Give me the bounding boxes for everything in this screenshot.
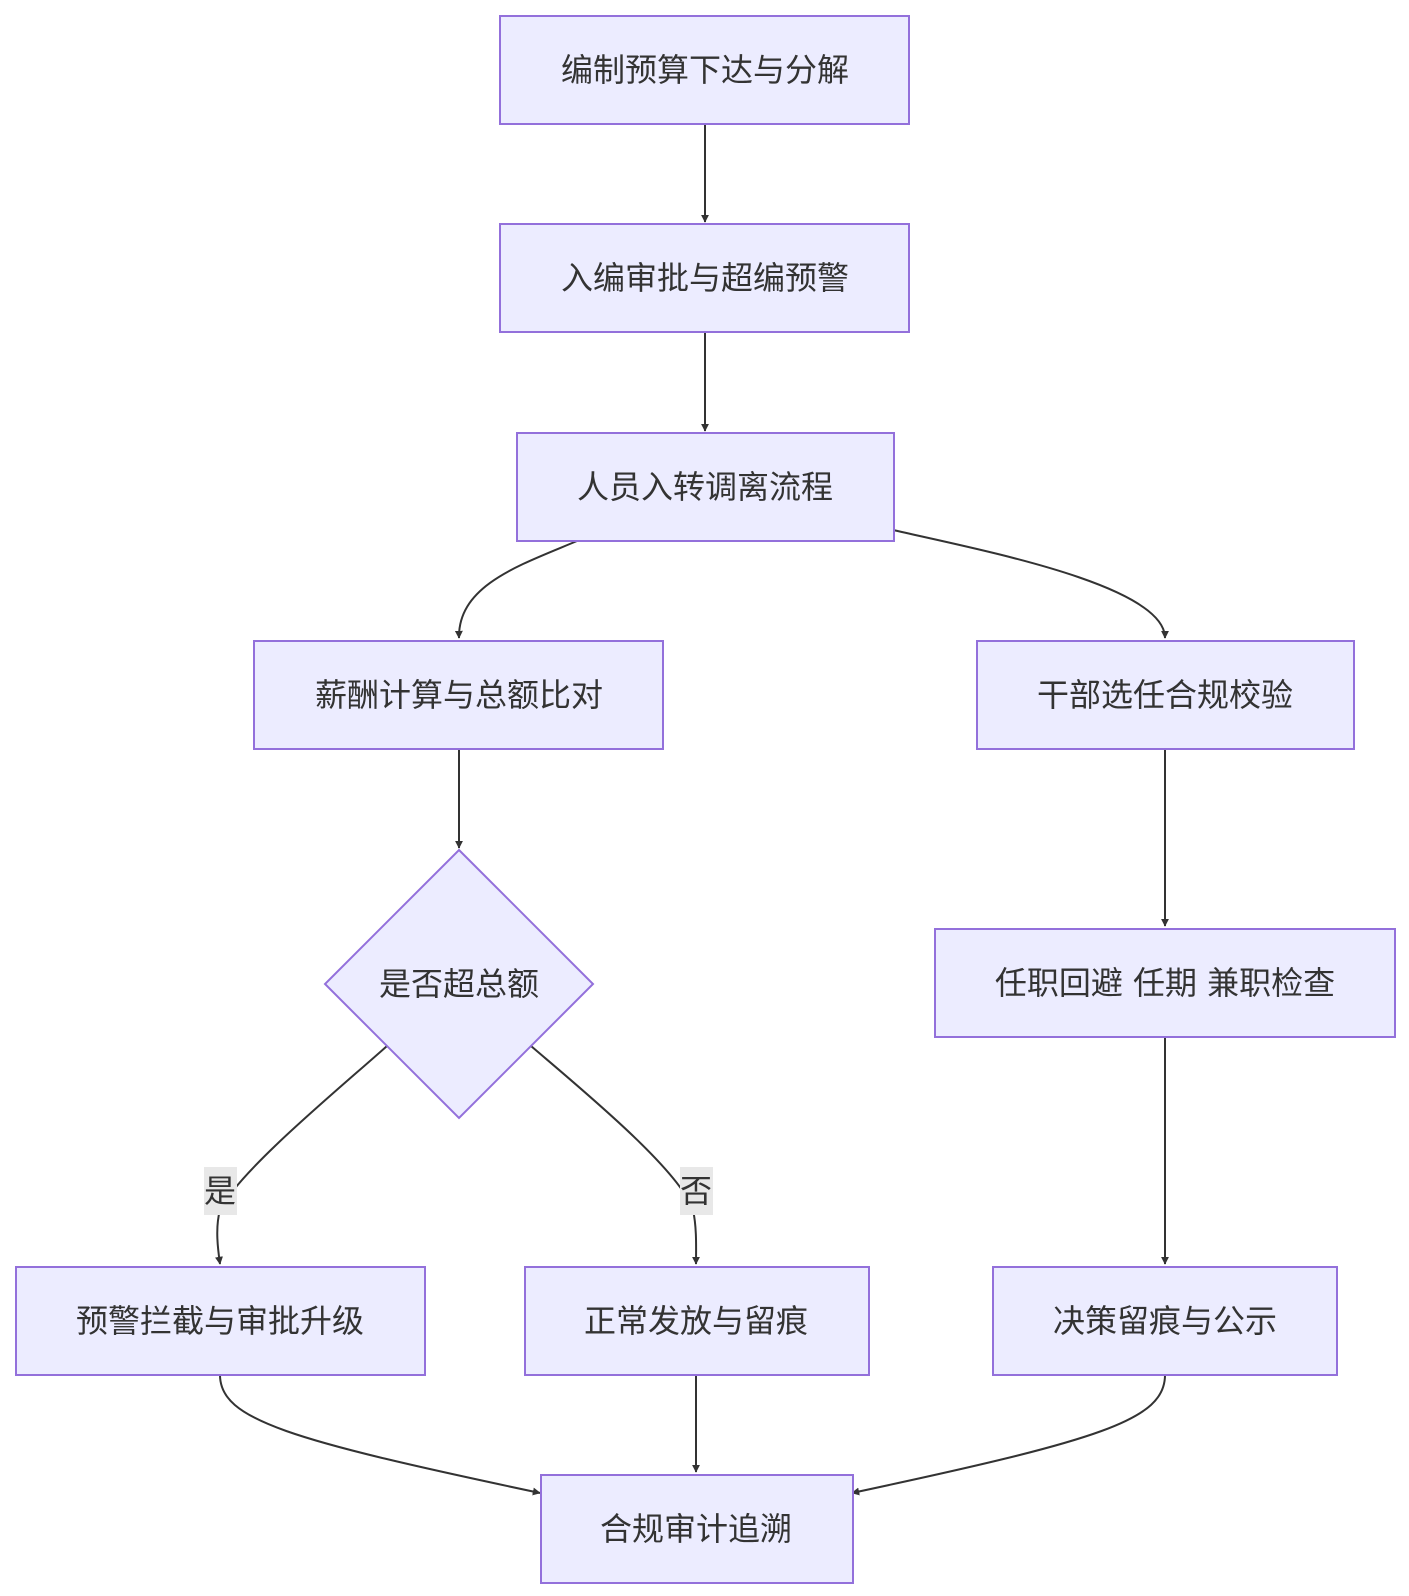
node-decision: 决策留痕与公示 [992, 1266, 1338, 1376]
node-check-decision: 是否超总额 [323, 848, 595, 1120]
node-staffing: 入编审批与超编预警 [499, 223, 910, 333]
node-avoid-label: 任职回避 任期 兼职检查 [995, 964, 1335, 1002]
node-salary-label: 薪酬计算与总额比对 [315, 676, 603, 714]
edge-warn-audit [219, 1374, 541, 1496]
node-salary: 薪酬计算与总额比对 [253, 640, 664, 750]
node-cadre: 干部选任合规校验 [976, 640, 1355, 750]
node-warn-label: 预警拦截与审批升级 [76, 1302, 364, 1340]
edge-label-yes: 是 [204, 1167, 237, 1215]
node-normal-label: 正常发放与留痕 [584, 1302, 808, 1340]
node-avoid: 任职回避 任期 兼职检查 [934, 928, 1396, 1038]
edge-decision-audit [851, 1374, 1166, 1496]
edge-check-warn [215, 1045, 388, 1265]
node-decision-label: 决策留痕与公示 [1053, 1302, 1277, 1340]
edge-label-no-text: 否 [680, 1172, 712, 1210]
edge-label-no: 否 [680, 1167, 713, 1215]
edge-personnel-salary [454, 540, 578, 639]
node-audit: 合规审计追溯 [540, 1474, 854, 1584]
node-personnel-label: 人员入转调离流程 [577, 468, 833, 506]
node-normal: 正常发放与留痕 [524, 1266, 870, 1376]
node-check-label: 是否超总额 [379, 965, 539, 1003]
edges [215, 124, 1169, 1496]
node-personnel: 人员入转调离流程 [516, 432, 895, 542]
node-audit-label: 合规审计追溯 [600, 1510, 792, 1548]
node-warn: 预警拦截与审批升级 [15, 1266, 426, 1376]
node-staffing-label: 入编审批与超编预警 [561, 259, 849, 297]
node-cadre-label: 干部选任合规校验 [1037, 676, 1293, 714]
node-budget: 编制预算下达与分解 [499, 15, 910, 125]
edge-label-yes-text: 是 [204, 1172, 236, 1210]
edge-check-normal [530, 1045, 701, 1265]
node-budget-label: 编制预算下达与分解 [561, 51, 849, 89]
edge-personnel-cadre [892, 529, 1169, 639]
